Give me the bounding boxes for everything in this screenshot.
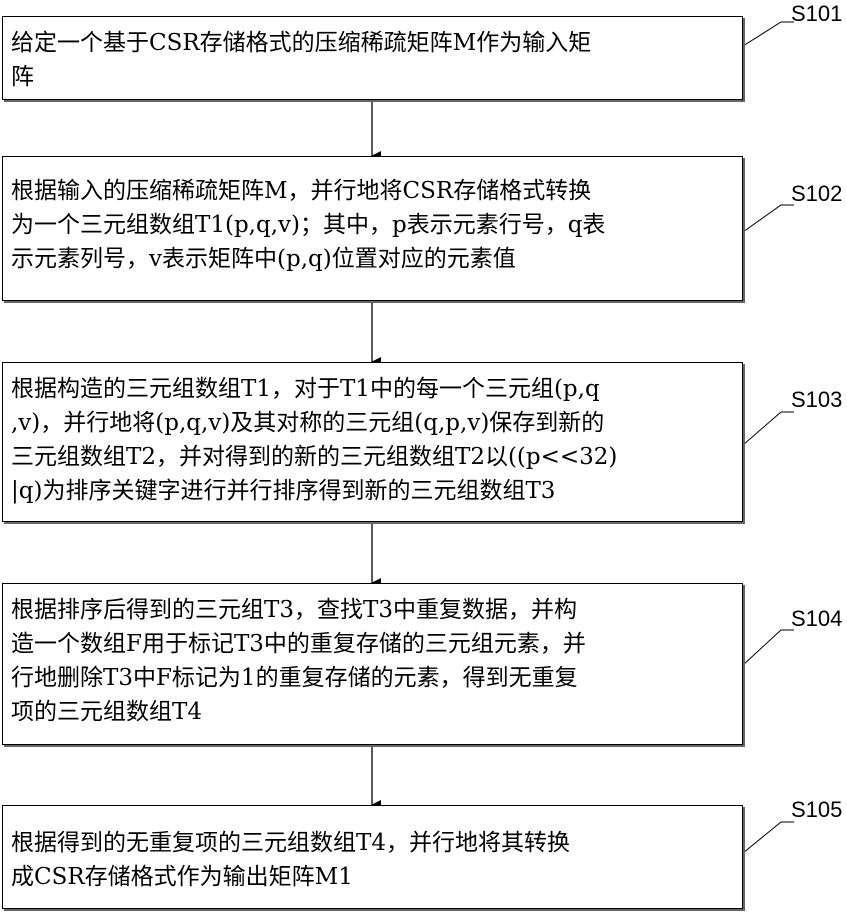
step-box-s102: 根据输入的压缩稀疏矩阵M，并行地将CSR存储格式转换 为一个三元组数组T1(p,…	[2, 156, 743, 301]
step-text-s102: 根据输入的压缩稀疏矩阵M，并行地将CSR存储格式转换 为一个三元组数组T1(p,…	[11, 174, 734, 276]
leader-line-s102	[743, 205, 794, 232]
leader-line-s104	[743, 630, 794, 665]
step-label-s102: S102	[791, 181, 842, 207]
step-text-s103: 根据构造的三元组数组T1，对于T1中的每一个三元组(p,q ,v)，并行地将(p…	[11, 372, 734, 508]
step-label-s104: S104	[791, 606, 842, 632]
step-text-s101: 给定一个基于CSR存储格式的压缩稀疏矩阵M作为输入矩 阵	[11, 26, 734, 94]
step-box-s101: 给定一个基于CSR存储格式的压缩稀疏矩阵M作为输入矩 阵	[2, 16, 743, 100]
step-label-s105: S105	[791, 797, 842, 823]
step-text-s104: 根据排序后得到的三元组T3，查找T3中重复数据，并构 造一个数组F用于标记T3中…	[11, 593, 734, 729]
step-box-s104: 根据排序后得到的三元组T3，查找T3中重复数据，并构 造一个数组F用于标记T3中…	[2, 583, 743, 745]
step-text-s105: 根据得到的无重复项的三元组数组T4，并行地将其转换 成CSR存储格式作为输出矩阵…	[11, 826, 734, 894]
step-label-s101: S101	[791, 1, 842, 27]
leader-line-s101	[743, 22, 794, 46]
step-box-s105: 根据得到的无重复项的三元组数组T4，并行地将其转换 成CSR存储格式作为输出矩阵…	[2, 805, 743, 909]
step-label-s103: S103	[791, 387, 842, 413]
step-box-s103: 根据构造的三元组数组T1，对于T1中的每一个三元组(p,q ,v)，并行地将(p…	[2, 362, 743, 522]
leader-line-s105	[743, 822, 794, 853]
leader-line-s103	[743, 412, 794, 445]
